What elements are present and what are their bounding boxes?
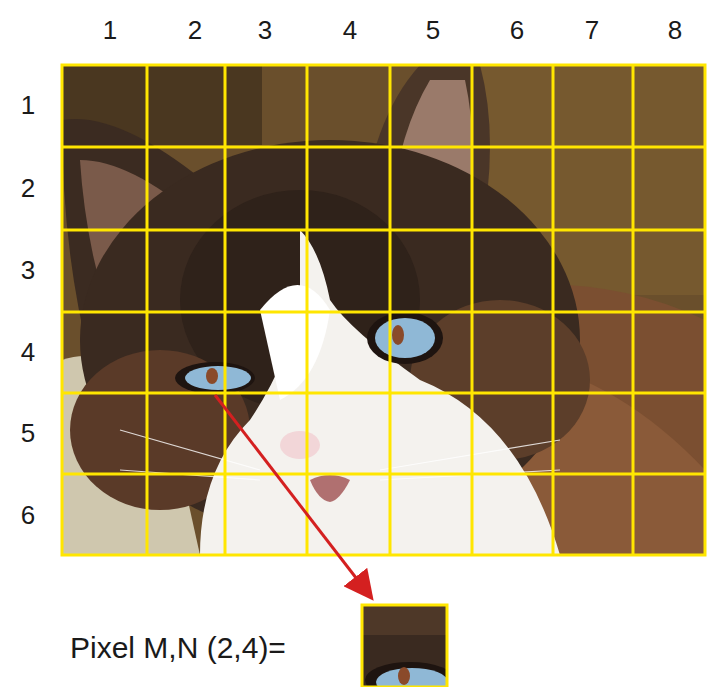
pixel-crop — [362, 605, 447, 687]
row-number: 4 — [21, 339, 35, 365]
row-number: 6 — [21, 502, 35, 528]
cat-photo — [62, 65, 705, 555]
pointer-arrow — [215, 395, 370, 596]
column-number: 6 — [510, 17, 524, 43]
column-number: 3 — [258, 17, 272, 43]
column-number: 2 — [188, 17, 202, 43]
column-number: 1 — [103, 17, 117, 43]
pixel-grid — [62, 65, 705, 555]
row-number: 5 — [21, 420, 35, 446]
column-number: 4 — [343, 17, 357, 43]
column-number: 8 — [668, 17, 682, 43]
column-number: 5 — [426, 17, 440, 43]
column-number: 7 — [585, 17, 599, 43]
row-number: 1 — [21, 92, 35, 118]
row-number: 2 — [21, 175, 35, 201]
row-number: 3 — [21, 257, 35, 283]
pixel-caption: Pixel M,N (2,4)= — [70, 633, 286, 663]
pixel-crop-border — [362, 605, 447, 687]
